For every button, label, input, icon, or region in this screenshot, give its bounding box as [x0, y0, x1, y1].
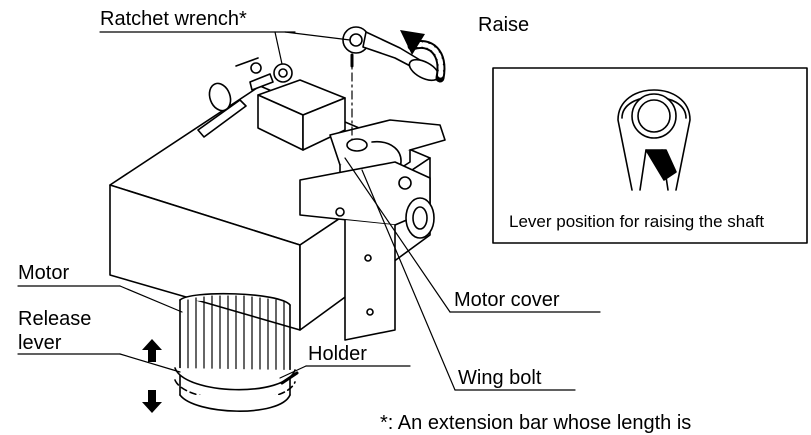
- raise-arrow: [400, 30, 446, 83]
- ratchet-wrench-label: Ratchet wrench*: [100, 8, 247, 30]
- motor-cover-block: [257, 79, 346, 151]
- leader-lines: [17, 31, 601, 391]
- release-lever-label-line2: lever: [18, 332, 62, 354]
- motor-label: Motor: [18, 262, 70, 284]
- lever-position-inset: [492, 67, 808, 244]
- raise-label: Raise: [478, 14, 530, 36]
- fitted-ratchet-wrench: [197, 57, 293, 138]
- release-lever-arrows: [142, 339, 162, 413]
- diagram: Ratchet wrench* Raise Motor Release leve…: [17, 8, 808, 434]
- motor-assembly-illustration: [17, 26, 808, 413]
- holder-bracket: [299, 161, 435, 341]
- holder-label: Holder: [308, 343, 367, 365]
- footnote: *: An extension bar whose length is: [380, 412, 692, 434]
- motor-cover-label: Motor cover: [454, 289, 560, 311]
- wing-bolt-label: Wing bolt: [458, 367, 542, 389]
- release-lever-label-line1: Release: [18, 308, 92, 330]
- motor-cylinder: [174, 292, 299, 412]
- inset-caption: Lever position for raising the shaft: [509, 212, 765, 231]
